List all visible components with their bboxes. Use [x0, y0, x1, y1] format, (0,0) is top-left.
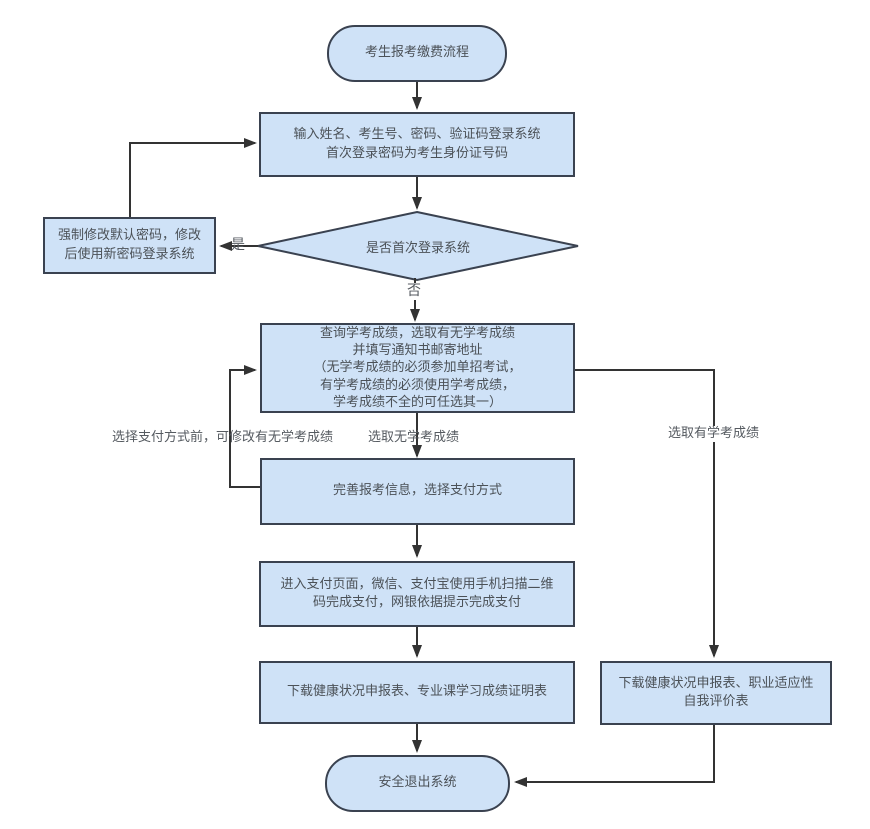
node-decision-first-login: 是否首次登录系统	[365, 240, 470, 256]
node-query-scores: 查询学考成绩，选取有无学考成绩 并填写通知书邮寄地址 （无学考成绩的必须参加单招…	[260, 323, 575, 413]
node-complete-info: 完善报考信息，选择支付方式	[260, 458, 575, 525]
edge-label-select-no-scores: 选取无学考成绩	[368, 430, 460, 445]
node-download-has-scores: 下载健康状况申报表、职业适应性 自我评价表	[600, 661, 832, 725]
node-force-change-password: 强制修改默认密码，修改 后使用新密码登录系统	[43, 217, 216, 274]
edge-label-modify-before-pay: 选择支付方式前，可修改有无学考成绩	[112, 430, 334, 445]
node-end: 安全退出系统	[325, 755, 510, 812]
edge-force-change-back-to-login	[129, 138, 257, 217]
edge-download-has-scores-to-end	[514, 725, 715, 787]
edge-label-select-has-scores: 选取有学考成绩	[665, 426, 763, 442]
edge-label-no: 否	[404, 283, 424, 300]
edge-label-yes: 是	[231, 237, 245, 253]
edge-query-to-download-has-scores	[575, 369, 719, 658]
node-pay: 进入支付页面，微信、支付宝使用手机扫描二维 码完成支付，网银依据提示完成支付	[259, 561, 575, 627]
node-login: 输入姓名、考生号、密码、验证码登录系统 首次登录密码为考生身份证号码	[259, 112, 575, 177]
edge-complete-loop-to-query	[229, 365, 260, 488]
node-start: 考生报考缴费流程	[327, 25, 507, 82]
node-download-no-scores: 下载健康状况申报表、专业课学习成绩证明表	[259, 661, 575, 724]
decision-diamond-shape	[257, 210, 579, 282]
